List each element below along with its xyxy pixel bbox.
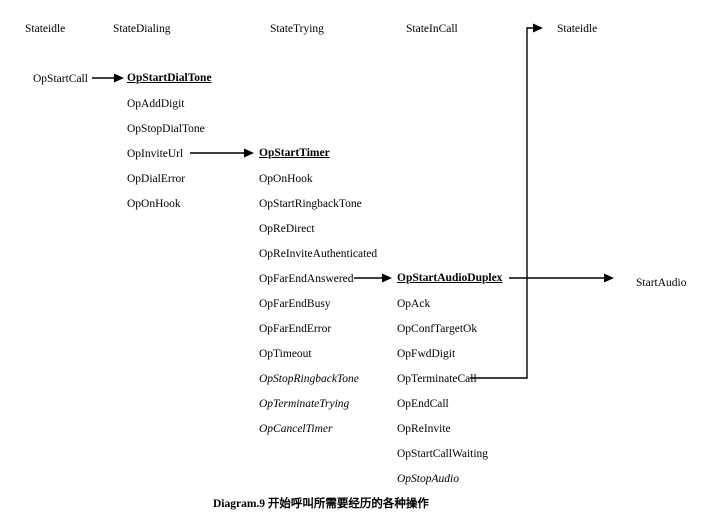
operation-label: OpStartDialTone <box>127 72 212 84</box>
operation-label: OpConfTargetOk <box>397 323 478 335</box>
operation-label: OpStopAudio <box>397 473 459 485</box>
operation-label: OpStartRingbackTone <box>259 198 362 210</box>
opfarendanswered-to-opstartaudioduplex-arrowhead <box>382 273 392 283</box>
column-header-statedialing: StateDialing <box>113 23 171 35</box>
opstartcall-to-opstartdialtone-arrowhead <box>114 73 124 83</box>
operation-label: OpEndCall <box>397 398 449 410</box>
column-header-stateidle-left: Stateidle <box>25 23 66 35</box>
operation-label: OpCancelTimer <box>259 423 333 435</box>
operation-label: OpReDirect <box>259 223 315 235</box>
operation-label: OpReInviteAuthenticated <box>259 248 378 260</box>
operation-label: OpOnHook <box>259 173 313 185</box>
operation-label: OpInviteUrl <box>127 148 184 160</box>
operation-label: OpStartAudioDuplex <box>397 272 503 284</box>
operation-label: OpOnHook <box>127 198 181 210</box>
opinviteurl-to-opstarttimer-arrowhead <box>244 148 254 158</box>
column-header-stateincall: StateInCall <box>406 23 458 35</box>
operation-label: OpAck <box>397 298 431 310</box>
operation-label: OpTerminateCall <box>397 373 477 385</box>
operation-label: OpDialError <box>127 173 186 185</box>
operation-label: OpTimeout <box>259 348 312 360</box>
diagram-caption: Diagram.9 开始呼叫所需要经历的各种操作 <box>213 498 429 510</box>
opterminatecall-to-stateidle <box>470 27 537 379</box>
operation-label: OpStartCall <box>33 73 88 85</box>
column-header-statetrying: StateTrying <box>270 23 324 35</box>
operation-label: OpFarEndAnswered <box>259 273 354 285</box>
operation-label: OpStopDialTone <box>127 123 205 135</box>
operation-label: OpStartCallWaiting <box>397 448 489 460</box>
operation-label: OpStopRingbackTone <box>259 373 359 385</box>
operation-label: OpFarEndError <box>259 323 332 335</box>
opterminatecall-to-stateidle-arrowhead <box>533 23 543 33</box>
operation-label: OpReInvite <box>397 423 451 435</box>
operation-label: OpFarEndBusy <box>259 298 331 310</box>
operation-label: OpStartTimer <box>259 147 330 159</box>
opstartaudioduplex-to-startaudio-arrowhead <box>604 273 614 283</box>
operation-label: OpTerminateTrying <box>259 398 350 410</box>
operation-label: StartAudio <box>636 277 687 289</box>
operation-label: OpAddDigit <box>127 98 185 110</box>
operation-label: OpFwdDigit <box>397 348 456 360</box>
column-header-stateidle-right: Stateidle <box>557 23 598 35</box>
